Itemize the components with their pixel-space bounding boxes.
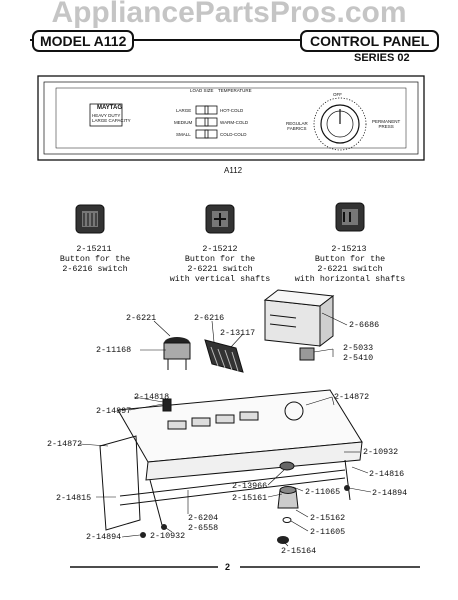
callout-2-6204: 2-6204 bbox=[188, 513, 219, 523]
callout-2-14815: 2-14815 bbox=[56, 493, 92, 503]
callout-2-11065: 2-11065 bbox=[305, 487, 341, 497]
temp-button-hot bbox=[204, 105, 218, 115]
size-label-medium: MEDIUM bbox=[174, 120, 193, 125]
callout-2-5410: 2-5410 bbox=[343, 353, 374, 363]
size-label-large: LARGE bbox=[176, 108, 192, 113]
model-label: MODEL A112 bbox=[32, 30, 135, 52]
screw-2-14894-right bbox=[344, 485, 350, 491]
brand-label: MAYTAG bbox=[97, 105, 123, 111]
button-2-desc: Button for the 2-6221 switch with vertic… bbox=[169, 254, 271, 284]
button-3-part: 2-15213 bbox=[331, 244, 367, 254]
switch-2-6221-illustration bbox=[163, 337, 191, 370]
temp-button-cold bbox=[204, 129, 218, 139]
switch-2-6216-illustration bbox=[204, 339, 244, 373]
size-label-small: SMALL bbox=[176, 132, 191, 137]
screw-2-10932-bottom bbox=[161, 524, 167, 530]
button-3-desc: Button for the 2-6221 switch with horizo… bbox=[294, 254, 406, 284]
callout-2-14894-right: 2-14894 bbox=[372, 488, 408, 498]
callout-2-5033: 2-5033 bbox=[343, 343, 374, 353]
temp-label-cold: COLD-COLD bbox=[220, 132, 247, 137]
callout-2-14872-top: 2-14872 bbox=[334, 392, 370, 402]
callout-2-11605: 2-11605 bbox=[310, 527, 346, 537]
button-2-15212-illustration bbox=[205, 204, 235, 234]
callout-2-6216: 2-6216 bbox=[194, 313, 225, 323]
size-button-large bbox=[195, 105, 209, 115]
callout-2-14894-bottom: 2-14894 bbox=[86, 532, 122, 542]
switch-frame-2-14818 bbox=[99, 389, 363, 531]
button-1-part: 2-15211 bbox=[76, 244, 112, 254]
callout-2-10932-right: 2-10932 bbox=[363, 447, 399, 457]
temp-label-warm: WARM-COLD bbox=[220, 120, 249, 125]
watermark: AppliancePartsPros.com bbox=[51, 0, 407, 29]
screw-2-14894-bottom bbox=[140, 532, 146, 538]
callout-2-10932-bottom: 2-10932 bbox=[150, 531, 186, 541]
callout-2-6558: 2-6558 bbox=[188, 523, 219, 533]
button-2-15211-illustration bbox=[75, 204, 105, 234]
callout-2-15162: 2-15162 bbox=[310, 513, 346, 523]
timer-2-6686-illustration bbox=[263, 289, 335, 361]
size-button-small bbox=[195, 129, 209, 139]
brand-sublabel: HEAVY DUTY LARGE CAPACITY bbox=[92, 113, 131, 123]
button-2-15213-illustration bbox=[335, 202, 365, 232]
callout-2-13117: 2-13117 bbox=[220, 328, 256, 338]
temp-button-warm bbox=[204, 117, 218, 127]
callout-2-15161: 2-15161 bbox=[232, 493, 268, 503]
dial-label-regular: REGULAR FABRICS bbox=[286, 121, 308, 131]
callout-2-14897: 2-14897 bbox=[96, 406, 132, 416]
callout-2-15164: 2-15164 bbox=[281, 546, 317, 556]
size-button-medium bbox=[195, 117, 209, 127]
button-2-part: 2-15212 bbox=[202, 244, 238, 254]
callout-2-14818: 2-14818 bbox=[134, 392, 170, 402]
knob-assembly-illustration bbox=[277, 461, 299, 544]
series-label: SERIES 02 bbox=[354, 52, 410, 64]
col-header-load-size: LOAD SIZE bbox=[190, 88, 214, 93]
button-1-desc: Button for the 2-6216 switch bbox=[59, 254, 131, 274]
callout-2-6221: 2-6221 bbox=[126, 313, 157, 323]
timer-dial-ring bbox=[313, 97, 367, 151]
timer-dial bbox=[320, 104, 360, 144]
callout-2-11168: 2-11168 bbox=[96, 345, 132, 355]
temp-label-hot: HOT-COLD bbox=[220, 108, 244, 113]
page-number: 2 bbox=[225, 562, 231, 572]
callout-2-14816: 2-14816 bbox=[369, 469, 405, 479]
panel-title: CONTROL PANEL bbox=[300, 30, 440, 52]
callout-2-14872-left: 2-14872 bbox=[47, 439, 83, 449]
callout-2-13966: 2-13966 bbox=[232, 481, 268, 491]
callout-2-6686: 2-6686 bbox=[349, 320, 380, 330]
col-header-temperature: TEMPERATURE bbox=[218, 88, 252, 93]
dial-label-off: OFF bbox=[333, 92, 342, 97]
panel-caption: A112 bbox=[224, 166, 243, 175]
dial-label-permanent: PERMANENT PRESS bbox=[372, 119, 401, 129]
